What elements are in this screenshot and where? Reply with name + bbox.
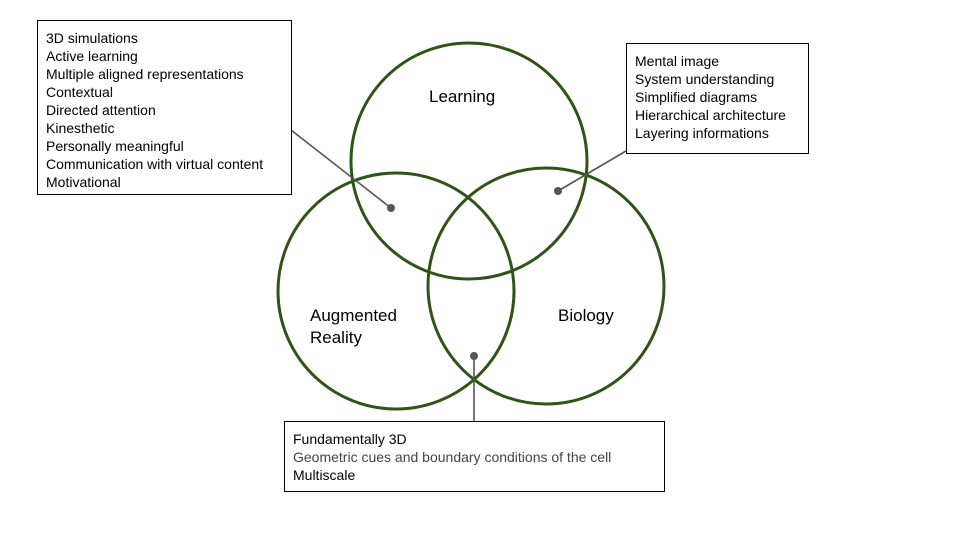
augmented-reality-circle: [276, 171, 516, 411]
connector-learning-biology: [557, 150, 627, 192]
callout-item: System understanding: [635, 71, 775, 87]
callout-item: Geometric cues and boundary conditions o…: [293, 449, 612, 465]
biology-label: Biology: [558, 306, 614, 325]
callout-item: Personally meaningful: [46, 138, 184, 154]
callout-ar-biology: Fundamentally 3D Geometric cues and boun…: [284, 421, 665, 492]
callout-item: Kinesthetic: [46, 120, 115, 136]
callout-item: Mental image: [635, 53, 720, 69]
biology-circle: [426, 166, 666, 406]
augmented-reality-label-line1: Augmented: [310, 306, 397, 325]
callout-item: Communication with virtual content: [46, 156, 264, 172]
callout-item: Fundamentally 3D: [293, 431, 407, 447]
callout-learning-ar: 3D simulations Active learning Multiple …: [37, 20, 292, 195]
callout-item: Layering informations: [635, 125, 769, 141]
connector-dot-learning-biology: [554, 187, 562, 195]
callout-item: Multiple aligned representations: [46, 66, 244, 82]
callout-item: Motivational: [46, 174, 121, 190]
callout-item: Hierarchical architecture: [635, 107, 786, 123]
callout-item: Multiscale: [293, 467, 356, 483]
connector-learning-ar: [290, 129, 392, 209]
callout-item: Simplified diagrams: [635, 89, 758, 105]
connector-dot-learning-ar: [387, 204, 395, 212]
callout-item: Directed attention: [46, 102, 156, 118]
augmented-reality-label: Augmented Reality: [310, 305, 397, 349]
connector-dot-ar-biology: [470, 352, 478, 360]
callout-item: Contextual: [46, 84, 113, 100]
callout-item: 3D simulations: [46, 30, 138, 46]
learning-circle: [349, 41, 589, 281]
augmented-reality-label-line2: Reality: [310, 328, 362, 347]
learning-label: Learning: [429, 87, 496, 106]
callout-learning-biology: Mental image System understanding Simpli…: [626, 43, 809, 154]
callout-item: Active learning: [46, 48, 138, 64]
